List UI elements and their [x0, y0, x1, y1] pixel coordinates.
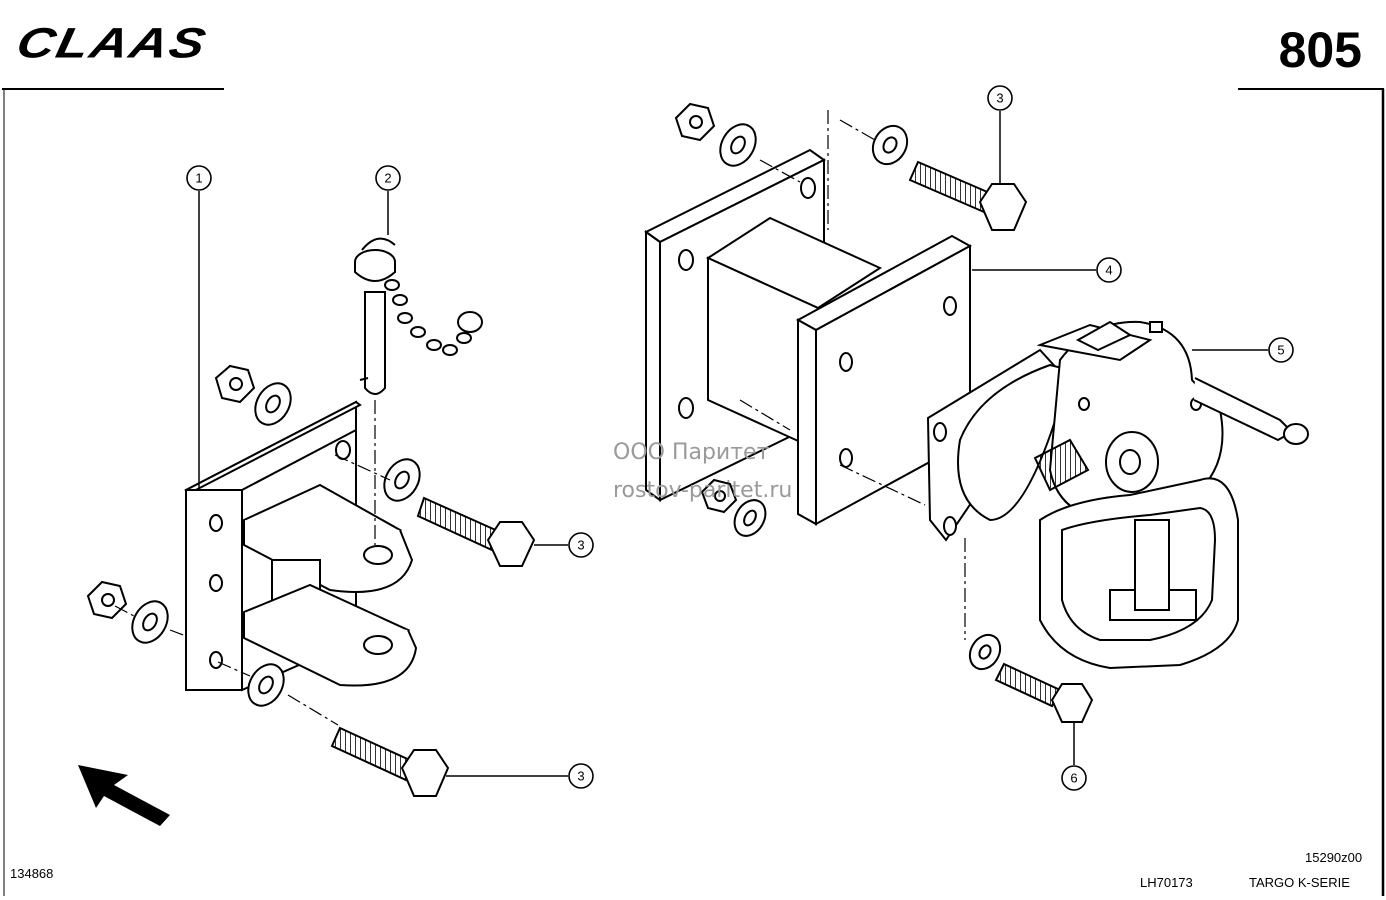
- watermark-company: ООО Паритет: [613, 440, 770, 465]
- callout-5-bubble: [1268, 337, 1294, 363]
- callout-3c-bubble: [987, 85, 1013, 111]
- callout-6-bubble: [1061, 765, 1087, 791]
- series-label: TARGO K-SERIE: [1249, 875, 1350, 890]
- watermark-site: rostov-paritet.ru: [613, 478, 793, 503]
- left-clevis: [241, 483, 418, 687]
- callout-4-bubble: [1096, 257, 1122, 283]
- sheet-frame: [2, 88, 1385, 896]
- hitch-coupling: [926, 320, 1309, 670]
- callout-3: 3: [996, 91, 1003, 106]
- page-number: 805: [1278, 22, 1362, 78]
- callout-bubbles: [186, 85, 1294, 791]
- center-lines-left: [114, 400, 391, 726]
- callout-5: 5: [1277, 343, 1284, 358]
- drawing-number: 134868: [10, 866, 54, 881]
- direction-arrow-icon: [78, 765, 170, 826]
- callout-1-bubble: [186, 165, 212, 191]
- callout-2-bubble: [375, 165, 401, 191]
- washer-icon: [131, 123, 1002, 707]
- callout-3a-bubble: [568, 532, 594, 558]
- brand-logo: CLAAS: [12, 19, 212, 68]
- leader-lines: [198, 111, 1268, 777]
- center-lines-right: [739, 110, 966, 640]
- callout-1: 1: [195, 171, 202, 186]
- nut-icon: [86, 102, 738, 620]
- bolt-icon: [908, 160, 1094, 723]
- part-code: LH70173: [1140, 875, 1193, 890]
- spacer-block: [705, 216, 883, 452]
- callout-6: 6: [1070, 771, 1077, 786]
- callout-3: 3: [577, 538, 584, 553]
- callout-4: 4: [1105, 263, 1112, 278]
- bolt-icon: [330, 496, 536, 797]
- callout-2: 2: [384, 171, 391, 186]
- figure-code: 15290z00: [1305, 850, 1363, 865]
- callout-3: 3: [577, 769, 584, 784]
- callout-3b-bubble: [568, 763, 594, 789]
- pin-icon: [354, 237, 396, 395]
- chain-icon: [384, 279, 483, 356]
